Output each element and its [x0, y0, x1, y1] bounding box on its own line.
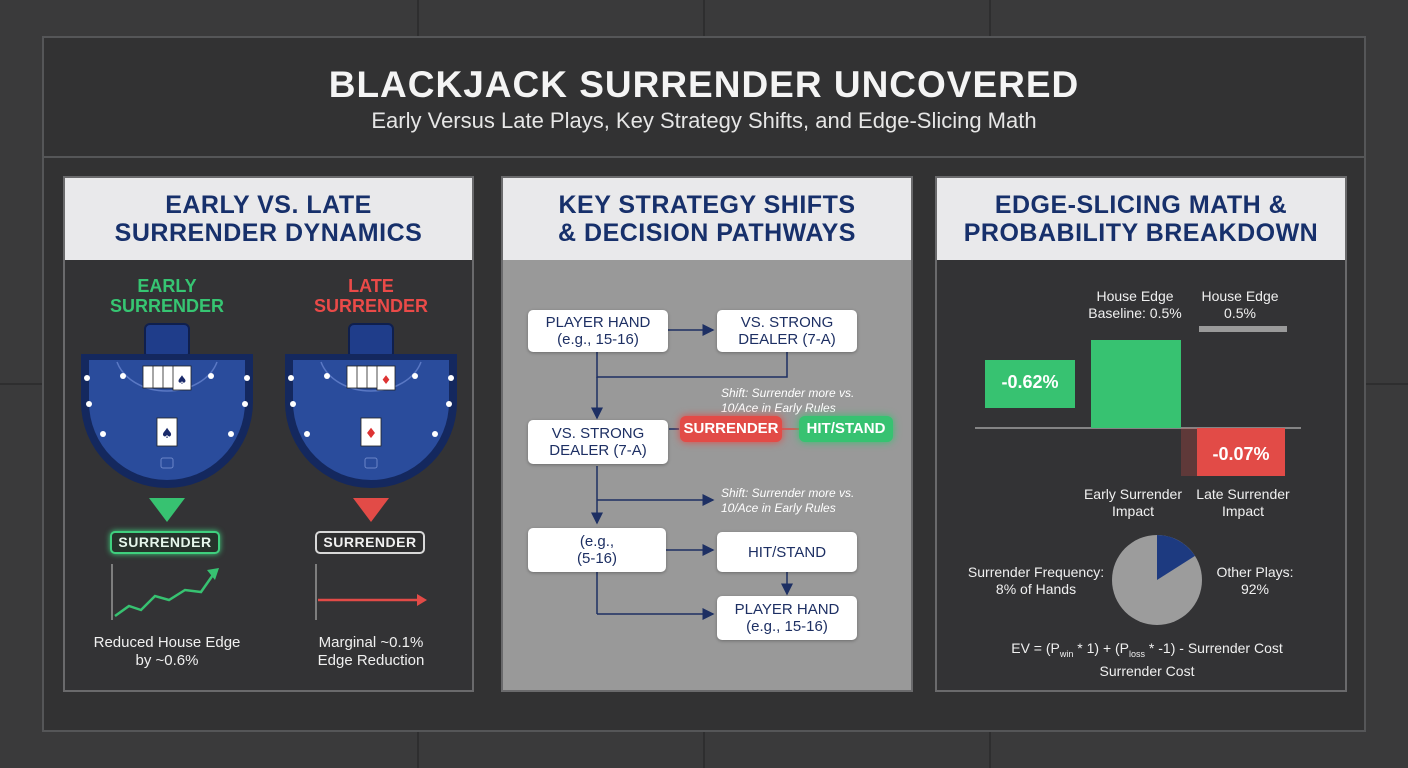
edge-bar-chart: [975, 340, 1301, 476]
early-impact-bar: [985, 360, 1075, 408]
svg-text:♦: ♦: [381, 373, 392, 387]
panel-strategy-shifts: KEY STRATEGY SHIFTS & DECISION PATHWAYS: [501, 176, 913, 692]
flowchart-connectors: [591, 324, 799, 620]
svg-text:♠: ♠: [177, 373, 188, 387]
flow-box-hitstand: HIT/STAND: [717, 532, 857, 572]
panel-heading: KEY STRATEGY SHIFTS & DECISION PATHWAYS: [503, 178, 911, 260]
panel-early-late: EARLY VS. LATE SURRENDER DYNAMICS EARLY …: [63, 176, 474, 692]
early-caption: Reduced House Edge by ~0.6%: [93, 634, 241, 669]
flow-box-player-hand-2: PLAYER HAND(e.g., 15-16): [717, 596, 857, 640]
strategy-note-1: Shift: Surrender more vs.10/Ace in Early…: [721, 386, 855, 415]
surrender-frequency-pie: [1112, 535, 1202, 625]
surrender-slice: [1157, 535, 1195, 580]
surrender-frequency-label: Surrender Frequency:8% of Hands: [967, 564, 1105, 597]
late-table-illustration: ♦ ♦: [285, 323, 457, 488]
late-impact-bar: [1197, 428, 1285, 476]
ev-formula: EV = (Pwin * 1) + (Ploss * -1) - Surrend…: [1011, 640, 1283, 679]
early-impact-value: -0.62%: [1001, 372, 1059, 392]
house-edge-bar: [1199, 326, 1287, 332]
other-plays-label: Other Plays:92%: [1216, 564, 1294, 597]
late-edge-trend-chart: [315, 564, 427, 620]
hitstand-decision-tag[interactable]: HIT/STAND: [799, 416, 893, 442]
early-table-illustration: ♠ ♠: [81, 323, 253, 488]
panel-heading: EDGE-SLICING MATH & PROBABILITY BREAKDOW…: [937, 178, 1345, 260]
baseline-bar: [1091, 340, 1181, 428]
late-surrender-label: LATE SURRENDER: [313, 276, 428, 316]
late-caption: Marginal ~0.1% Edge Reduction: [317, 634, 425, 669]
panel-edge-math: EDGE-SLICING MATH & PROBABILITY BREAKDOW…: [935, 176, 1347, 692]
svg-text:♠: ♠: [161, 426, 174, 442]
early-surrender-label: EARLY SURRENDER: [109, 276, 224, 316]
panel-heading: EARLY VS. LATE SURRENDER DYNAMICS: [65, 178, 472, 260]
flow-box-player-hand: PLAYER HAND(e.g., 15-16): [528, 310, 668, 352]
page-title: BLACKJACK SURRENDER UNCOVERED: [328, 64, 1080, 105]
down-arrow-red-icon: [353, 498, 389, 522]
strategy-note-2: Shift: Surrender more vs.10/Ace in Early…: [721, 486, 855, 515]
flow-box-example-hand: (e.g.,(5-16): [528, 528, 666, 572]
page-subtitle: Early Versus Late Plays, Key Strategy Sh…: [371, 108, 1037, 133]
late-impact-value: -0.07%: [1212, 444, 1270, 464]
late-surrender-button[interactable]: SURRENDER: [315, 531, 425, 554]
early-edge-trend-chart: [111, 564, 219, 620]
early-surrender-button[interactable]: SURRENDER: [110, 531, 220, 554]
svg-text:♦: ♦: [365, 426, 378, 442]
down-arrow-green-icon: [149, 498, 185, 522]
header: BLACKJACK SURRENDER UNCOVERED Early Vers…: [44, 38, 1364, 158]
panel-body: EARLY SURRENDER LATE SURRENDER ♠ ♠: [65, 260, 472, 690]
surrender-decision-tag[interactable]: SURRENDER: [680, 416, 782, 442]
